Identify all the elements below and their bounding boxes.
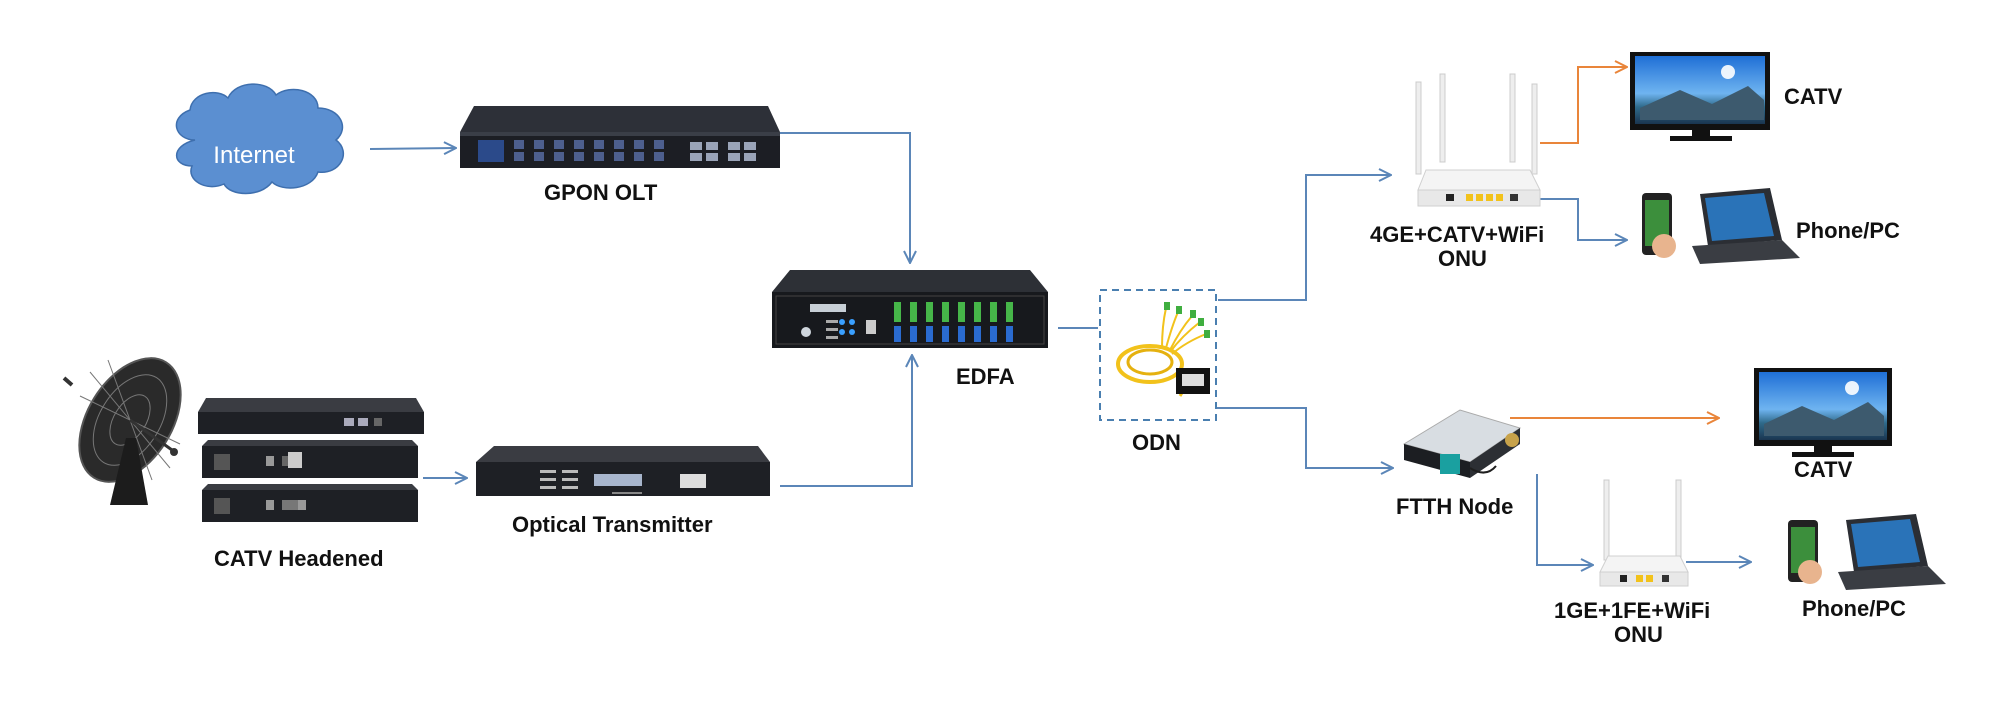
tv-icon-2 (1754, 368, 1892, 457)
tv-icon-1 (1630, 52, 1770, 141)
link-olt-edfa (776, 132, 910, 262)
onu1-label-line2: ONU (1438, 246, 1487, 271)
catv-label-2: CATV (1794, 457, 1853, 482)
phone-pc-icon-2 (1788, 514, 1946, 590)
internet-cloud-icon: Internet (175, 83, 345, 195)
onu2-label-line1: 1GE+1FE+WiFi (1554, 598, 1711, 623)
odn-splitter-icon (1099, 289, 1217, 421)
ftth-node-icon (1402, 409, 1522, 478)
gpon-olt-label: GPON OLT (544, 180, 658, 205)
headend-equipment-icon (198, 398, 424, 522)
link-tx-edfa (780, 356, 912, 487)
odn-label: ODN (1132, 430, 1181, 455)
satellite-dish-icon (62, 357, 182, 505)
edfa-label: EDFA (956, 364, 1015, 389)
onu-router-4ge-icon (1415, 73, 1541, 207)
link-odn-ftth (1216, 407, 1392, 468)
onu2-label-line2: ONU (1614, 622, 1663, 647)
onu-router-1ge-icon (1599, 479, 1689, 587)
edfa-icon (772, 270, 1048, 348)
catv-label-1: CATV (1784, 84, 1843, 109)
optical-transmitter-label: Optical Transmitter (512, 512, 713, 537)
internet-label: Internet (213, 142, 295, 169)
link-odn-onu1 (1218, 175, 1390, 301)
link-onu1-catv (1540, 67, 1626, 144)
phone-pc-label-1: Phone/PC (1796, 218, 1900, 243)
optical-transmitter-icon (476, 446, 770, 496)
catv-headend-label: CATV Headened (214, 546, 384, 571)
gpon-olt-icon (460, 106, 780, 168)
connections (369, 67, 1750, 565)
onu1-label-line1: 4GE+CATV+WiFi (1370, 222, 1545, 247)
phone-pc-icon-1 (1642, 188, 1800, 264)
ftth-node-label: FTTH Node (1396, 494, 1514, 519)
phone-pc-label-2: Phone/PC (1802, 596, 1906, 621)
link-ftth-onu2 (1536, 474, 1592, 565)
link-internet-olt (369, 148, 455, 149)
link-onu1-phone (1527, 198, 1626, 240)
